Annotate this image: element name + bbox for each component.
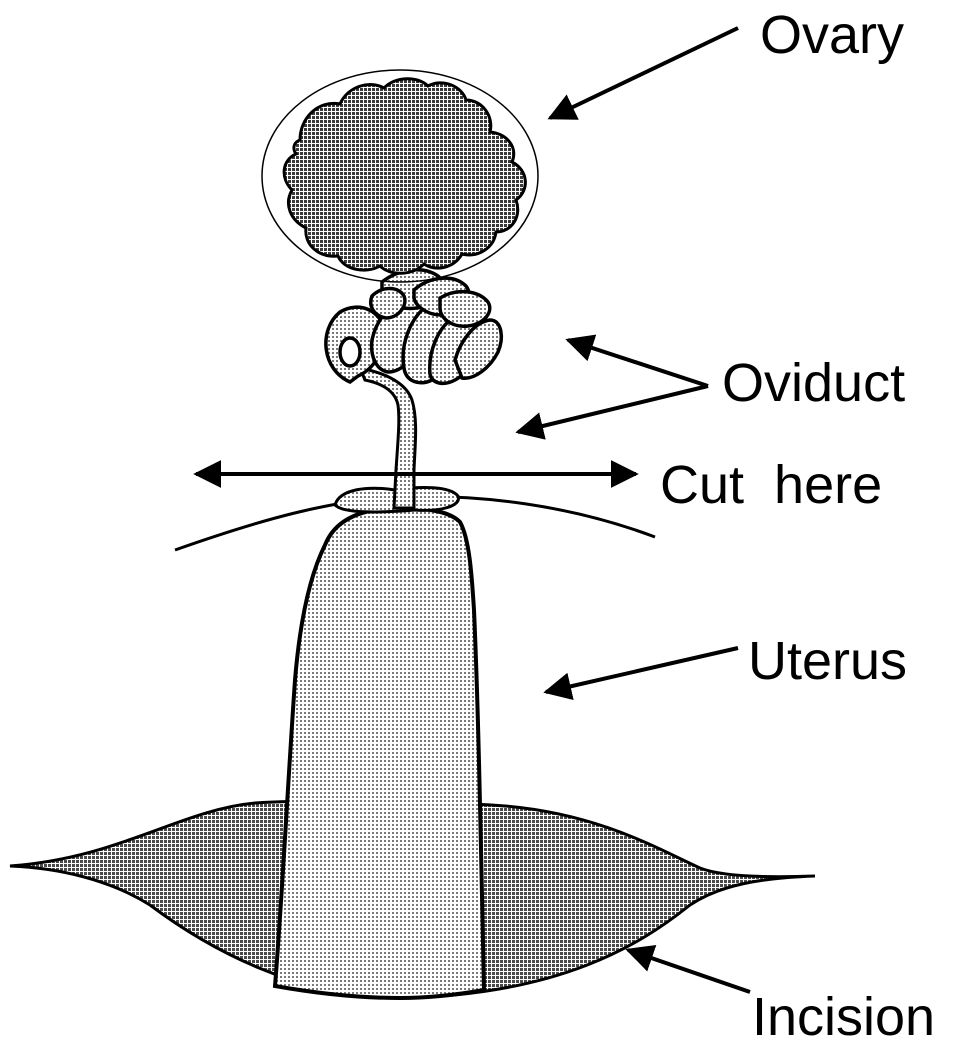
oviduct-arrow-upper: [568, 340, 708, 386]
uterus-label: Uterus: [748, 634, 907, 688]
ovary-label: Ovary: [760, 8, 904, 62]
incision-arrow: [628, 950, 750, 992]
oviduct-arrow-lower: [518, 386, 708, 432]
ovary-arrow: [550, 28, 738, 118]
ovary: [284, 79, 525, 274]
incision-label: Incision: [752, 990, 935, 1044]
uterus-arrow: [546, 648, 738, 692]
oviduct-label: Oviduct: [722, 356, 905, 410]
cut-here-label: Cut here: [660, 458, 882, 512]
oviduct-coils: [326, 270, 501, 384]
uterus-body: [275, 508, 484, 998]
